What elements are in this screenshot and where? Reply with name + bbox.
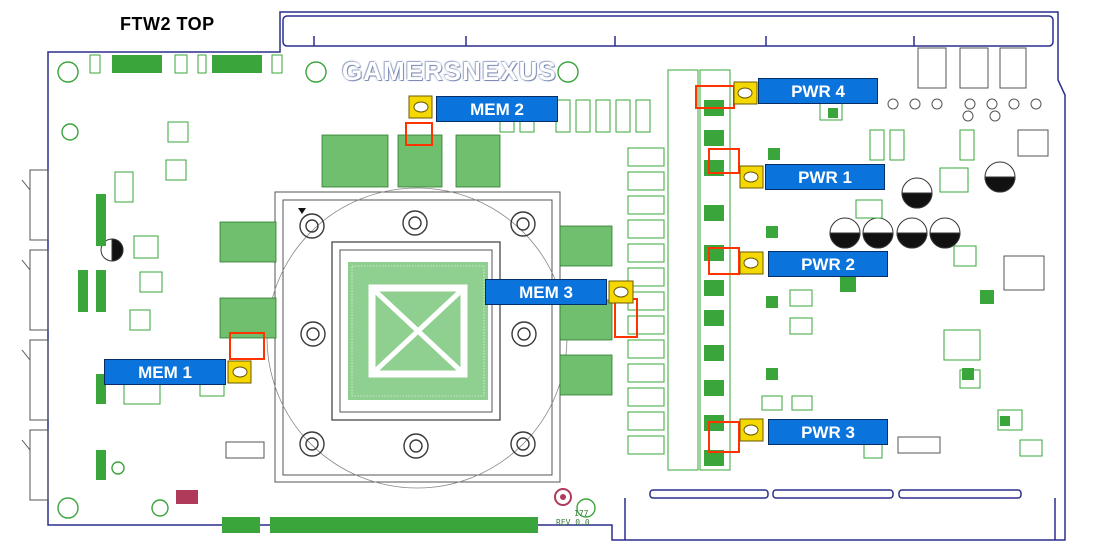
label-mem2: MEM 2 — [436, 96, 558, 122]
mem1-highlight — [229, 332, 265, 360]
mem2-highlight — [405, 122, 433, 146]
yellow-markers — [227, 81, 764, 442]
label-pwr4: PWR 4 — [758, 78, 878, 104]
gpu-die — [348, 262, 488, 400]
pwr3-highlight — [708, 421, 740, 453]
marker-mem2 — [408, 95, 433, 119]
marker-pwr1 — [739, 165, 764, 189]
label-mem1: MEM 1 — [104, 359, 226, 385]
left-connectors — [78, 194, 106, 480]
pcie-fingers — [222, 517, 538, 533]
vrm-mosfets — [704, 100, 724, 466]
marker-pwr3 — [739, 418, 764, 442]
misc-marks — [176, 208, 572, 506]
marker-pwr2 — [739, 251, 764, 275]
diagram-title: FTW2 TOP — [120, 14, 215, 34]
pwr2-highlight — [708, 247, 740, 275]
label-pwr3: PWR 3 — [768, 419, 888, 445]
fan-headers — [225, 436, 941, 459]
sli-fingers — [112, 55, 262, 73]
watermark-logo: GAMERSNEXUS — [342, 56, 557, 86]
memory-modules — [219, 134, 613, 396]
socket-screws — [299, 210, 537, 459]
right-chips — [766, 108, 1010, 426]
electrolytic-capacitors — [100, 161, 1016, 262]
mem3-highlight — [614, 298, 638, 338]
marker-mem3 — [608, 280, 634, 304]
io-bracket — [21, 169, 49, 501]
board-outline — [47, 11, 1066, 541]
mounting-holes — [57, 61, 596, 519]
rev-text: REV 0.0 — [556, 518, 590, 527]
rev-number: 177 — [574, 509, 589, 518]
power-connectors — [887, 47, 1049, 291]
right-components — [761, 101, 1043, 459]
marker-pwr4 — [733, 81, 758, 105]
label-pwr1: PWR 1 — [765, 164, 885, 190]
pwr1-highlight — [708, 148, 740, 174]
label-pwr2: PWR 2 — [768, 251, 888, 277]
label-mem3: MEM 3 — [485, 279, 607, 305]
marker-mem1 — [227, 360, 252, 384]
